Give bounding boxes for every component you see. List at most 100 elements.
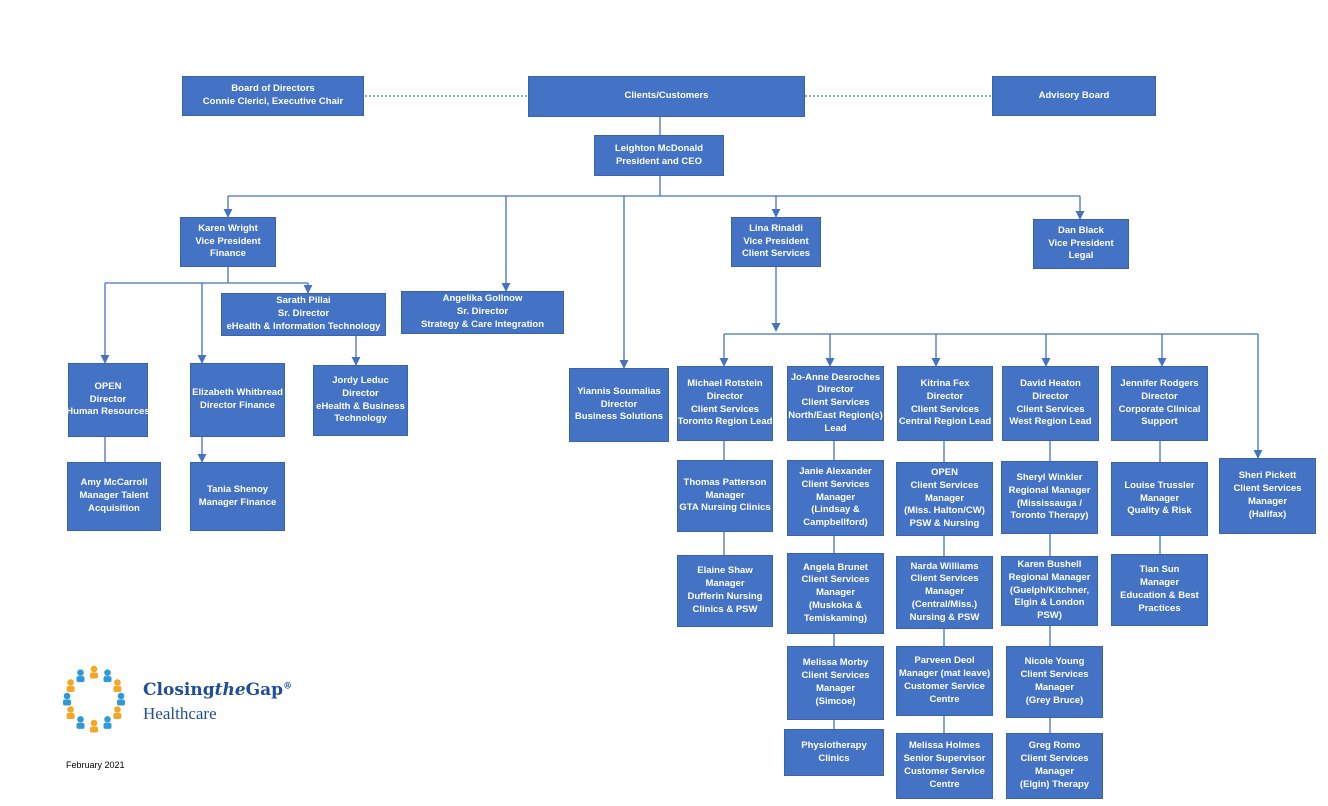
org-node-line: Manager (705, 578, 745, 590)
org-node-line: Nursing & PSW (909, 611, 980, 623)
logo-people-ring-icon (63, 665, 125, 733)
org-node-line: Director Finance (200, 400, 275, 411)
org-node-line: Clinics & PSW (692, 603, 758, 615)
org-node-line: Yiannis Soumalias (577, 385, 661, 397)
org-node-line: Toronto Therapy) (1010, 510, 1089, 522)
org-node-line: (Central/Miss.) (911, 598, 978, 610)
org-node-line: Human Resources (66, 406, 150, 418)
org-node-line: Director (706, 390, 744, 402)
org-node-line: Dan Black (1058, 224, 1104, 236)
org-node-line: GTA Nursing Clinics (679, 502, 771, 514)
org-node-line: Lead (824, 422, 847, 434)
org-node-line: Client Services (741, 248, 811, 260)
org-node-line: North/East Region(s) (788, 409, 883, 421)
org-node-line: eHealth & Information Technology (226, 320, 381, 332)
org-node-line: David Heaton (1020, 377, 1081, 389)
org-node-line: Senior Supervisor (903, 753, 986, 765)
org-node-line: (Lindsay & (811, 504, 860, 516)
org-node-line: President and CEO (615, 155, 703, 167)
org-node-line: Elizabeth Whitbread (192, 387, 283, 399)
brand-name: ClosingtheGap® (143, 680, 293, 700)
org-node-line: Client Services (1016, 403, 1085, 415)
logo-person-head (67, 706, 74, 713)
org-node-line: Client Services (910, 479, 979, 491)
org-node-clients: Clients/Customers (528, 76, 805, 117)
org-node-line: Amy McCarroll (80, 477, 148, 489)
org-node-line: Nicole Young (1024, 656, 1085, 668)
org-node-line: Janie Alexander (799, 466, 872, 477)
org-node-line: Melissa Holmes (908, 740, 981, 752)
org-node-line: Centre (929, 693, 960, 705)
org-node-line: (Miss. Halton/CW) (904, 505, 985, 517)
org-node-line: Karen Bushell (1017, 559, 1082, 570)
logo-person-body (63, 699, 71, 706)
org-node-line: Sr. Director (456, 306, 509, 318)
logo-person-head (114, 706, 121, 713)
org-node-line: Practices (1138, 602, 1181, 614)
org-node-line: Client Services (801, 574, 870, 586)
logo-person-body (76, 722, 85, 729)
org-node-advisory: Advisory Board (992, 76, 1156, 116)
org-node-line: West Region Lead (1009, 416, 1092, 428)
org-node-line: (Simcoe) (815, 695, 856, 707)
closing-the-gap-logo (54, 662, 304, 740)
org-node-line: Education & Best (1120, 590, 1199, 601)
org-node-line: Campbellford) (803, 517, 868, 529)
org-node-line: Customer Service (904, 766, 985, 777)
logo-person-head (63, 692, 71, 700)
org-node-line: Angelika Gollnow (442, 293, 523, 305)
org-node-line: Jo-Anne Desroches (790, 371, 881, 383)
org-node-line: Elaine Shaw (697, 565, 753, 577)
org-node-line: Finance (210, 248, 246, 260)
org-node-line: Temiskaming) (803, 612, 868, 624)
org-node-line: Director (1032, 390, 1069, 402)
org-node-line: Sr. Director (277, 308, 330, 320)
org-node-line: (Elgin) Therapy (1019, 778, 1090, 790)
org-node-line: (Halifax) (1248, 508, 1287, 520)
org-node-line: Client Services (1233, 483, 1302, 495)
org-node-line: Jennifer Rodgers (1120, 377, 1199, 389)
logo-person-body (90, 672, 98, 679)
logo-person-body (117, 699, 125, 706)
org-node-line: Corporate Clinical (1118, 403, 1201, 415)
logo-person-body (66, 686, 75, 692)
org-node-line: (Guelph/Kitchner, (1009, 584, 1090, 596)
org-node-line: Business Solutions (574, 411, 664, 423)
org-node-line: Client Services (910, 403, 980, 415)
org-node-line: Director (89, 393, 127, 405)
logo-person-body (103, 676, 112, 683)
org-node-line: Manager (815, 491, 856, 503)
org-node-line: Narda Williams (910, 560, 979, 572)
org-node-line: Thomas Patterson (683, 476, 767, 488)
logo-person-body (103, 722, 112, 729)
org-node-line: Client Services (801, 478, 870, 490)
org-node-line: Legal (1068, 250, 1094, 262)
logo-person-head (90, 719, 98, 727)
org-node-line: Elgin & London (1014, 597, 1085, 609)
org-node-line: Sheryl Winkler (1016, 471, 1083, 483)
